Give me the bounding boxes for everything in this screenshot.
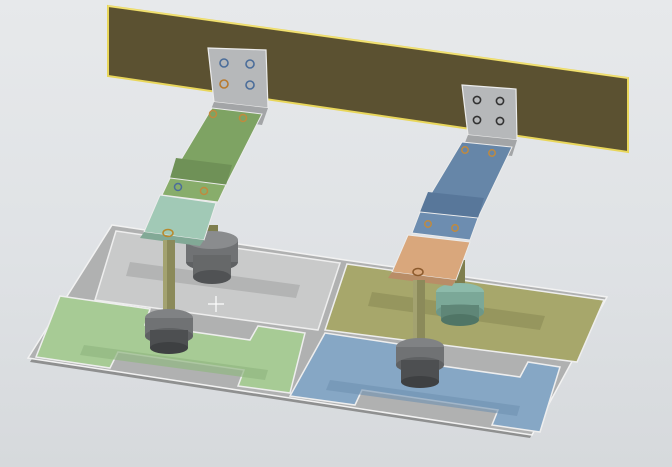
left-front-insulator[interactable] (145, 240, 193, 354)
left-terminal-lug[interactable] (140, 194, 217, 246)
right-rear-insulator[interactable] (436, 260, 484, 326)
right-blue-strap[interactable] (411, 141, 513, 241)
crosshair-cursor-icon (208, 296, 224, 312)
left-assembly[interactable] (140, 47, 269, 354)
right-assembly[interactable] (388, 84, 518, 388)
right-front-insulator[interactable] (396, 280, 444, 388)
right-terminal-lug[interactable] (388, 234, 471, 286)
left-green-strap[interactable] (161, 107, 263, 203)
bus-bar[interactable] (107, 4, 629, 154)
